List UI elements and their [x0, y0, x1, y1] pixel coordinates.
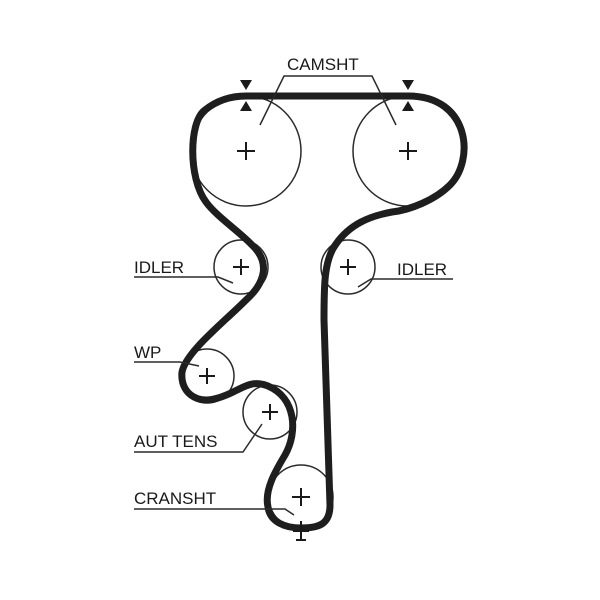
crankshaft-key-icon: [293, 521, 309, 541]
timing-mark-left-outer-icon: [240, 80, 252, 90]
crankshaft-leader: [134, 508, 295, 516]
tensioner-leader: [134, 423, 263, 453]
label-camshaft: CAMSHT: [287, 55, 359, 74]
timing-mark-left-inner-icon: [240, 101, 252, 111]
camshaft-leader: [259, 75, 397, 126]
label-crankshaft: CRANSHT: [134, 489, 216, 508]
timing-mark-right-outer-icon: [402, 80, 414, 90]
label-idler-right: IDLER: [397, 260, 447, 279]
water-pump-center-icon: [199, 368, 215, 384]
tensioner-center-icon: [262, 404, 278, 420]
idler-right-leader: [357, 278, 453, 288]
camshaft-left-center-icon: [237, 142, 255, 160]
idler-left-center-icon: [233, 259, 249, 275]
idler-left-leader: [134, 276, 234, 284]
label-water-pump: WP: [134, 343, 161, 362]
water-pump-leader: [134, 361, 200, 367]
label-auto-tensioner: AUT TENS: [134, 432, 217, 451]
camshaft-right-center-icon: [399, 142, 417, 160]
idler-right-center-icon: [340, 259, 356, 275]
timing-belt: [178, 92, 468, 532]
label-idler-left: IDLER: [134, 258, 184, 277]
timing-mark-right-inner-icon: [402, 101, 414, 111]
crankshaft-center-icon: [292, 488, 310, 506]
